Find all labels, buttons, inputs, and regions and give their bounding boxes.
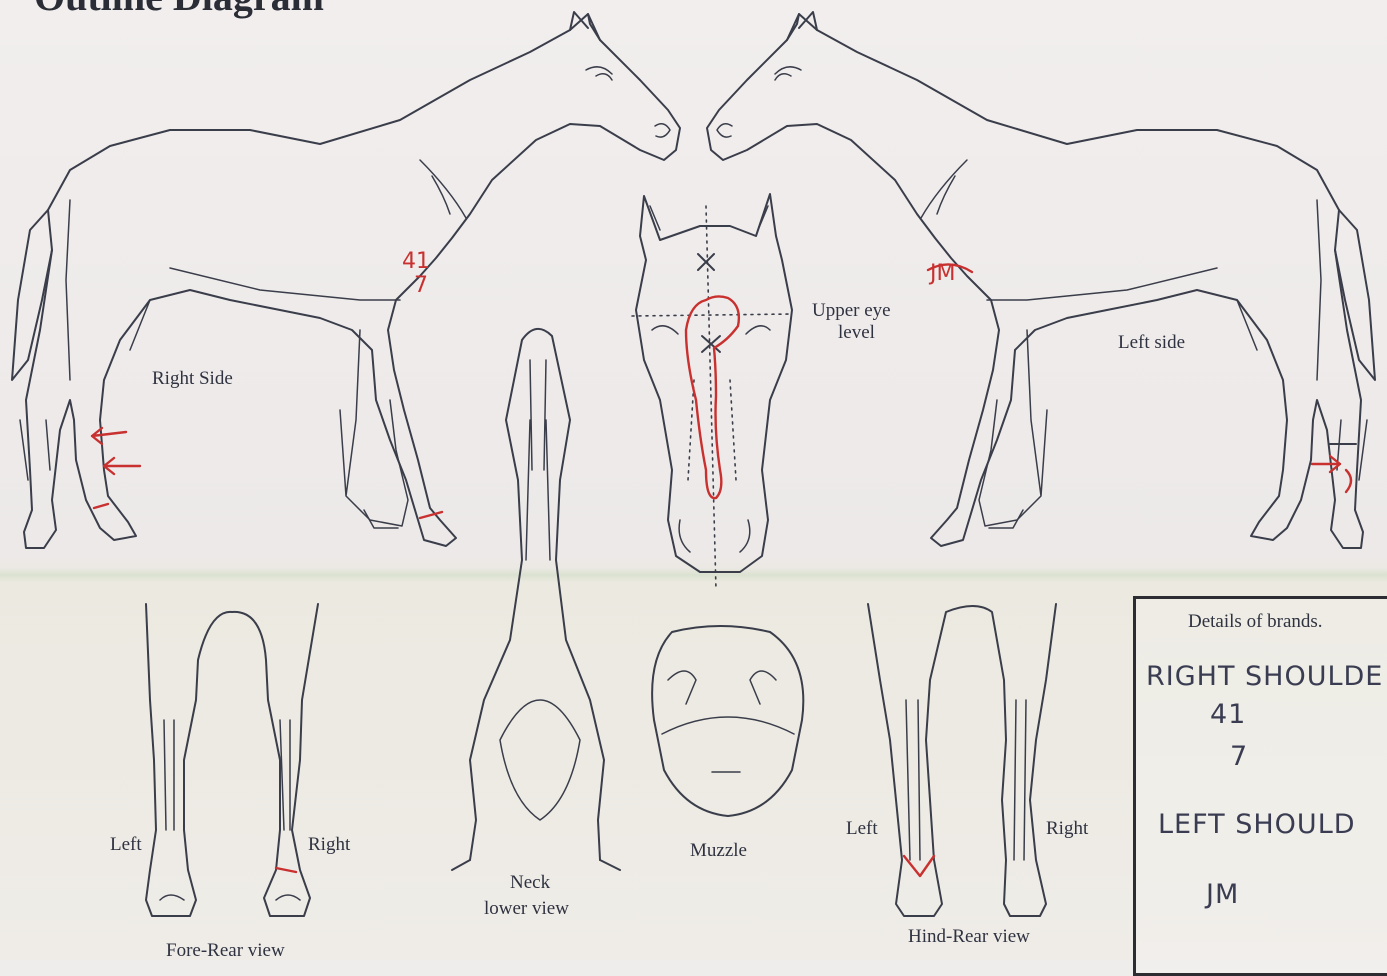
fore-left-label: Left	[110, 834, 142, 855]
upper-eye-level-label: Upper eye	[812, 300, 891, 321]
fore-rear-view	[146, 604, 318, 916]
muzzle-label: Muzzle	[690, 840, 747, 861]
brand-line-initials: JM	[1206, 879, 1239, 910]
brand-details-heading: Details of brands.	[1188, 611, 1323, 633]
fore-right-marking	[276, 868, 296, 872]
blaze-marking	[686, 296, 739, 498]
eye-level-guide-line	[632, 314, 792, 316]
upper-whorl-mark	[698, 254, 714, 270]
diagram-title: Outline Diagram	[34, 0, 324, 19]
hind-left-marking	[904, 856, 934, 876]
hind-rear-view-label: Hind-Rear view	[908, 926, 1030, 947]
fore-right-label: Right	[308, 834, 351, 855]
left-side-label: Left side	[1118, 332, 1185, 353]
right-side-horse	[12, 12, 680, 548]
brand-line-number-41: 41	[1210, 699, 1246, 730]
lower-whorl-mark	[702, 336, 720, 352]
brand-line-left-shoulder: LEFT SHOULD	[1158, 809, 1356, 840]
muzzle-view	[652, 626, 803, 816]
brand-line-right-shoulder: RIGHT SHOULDE	[1146, 661, 1383, 692]
left-side-horse	[707, 12, 1375, 548]
right-shoulder-brand-number: 41	[402, 249, 430, 274]
hind-right-label: Right	[1046, 818, 1089, 839]
brand-details-box: Details of brands. RIGHT SHOULDE 41 7 LE…	[1133, 596, 1387, 976]
right-hind-coronet-mark	[94, 504, 108, 508]
brand-line-number-7: 7	[1230, 741, 1248, 772]
left-shoulder-brand-initials: JM	[928, 261, 955, 286]
neck-lower-view-label: lower view	[484, 898, 569, 919]
red-markings: 41 7 JM	[92, 249, 1356, 518]
right-side-label: Right Side	[152, 368, 233, 389]
hind-rear-view	[868, 604, 1056, 916]
neck-label: Neck	[510, 872, 551, 893]
right-shoulder-brand-number-2: 7	[414, 273, 428, 298]
neck-lower-view	[452, 329, 620, 870]
upper-eye-level-label-2: level	[838, 322, 875, 343]
right-fore-arrow-lower	[104, 458, 140, 474]
right-fore-arrow-upper	[92, 428, 126, 444]
front-face-view	[632, 194, 792, 590]
fore-rear-view-label: Fore-Rear view	[166, 940, 285, 960]
hind-left-label: Left	[846, 818, 878, 839]
